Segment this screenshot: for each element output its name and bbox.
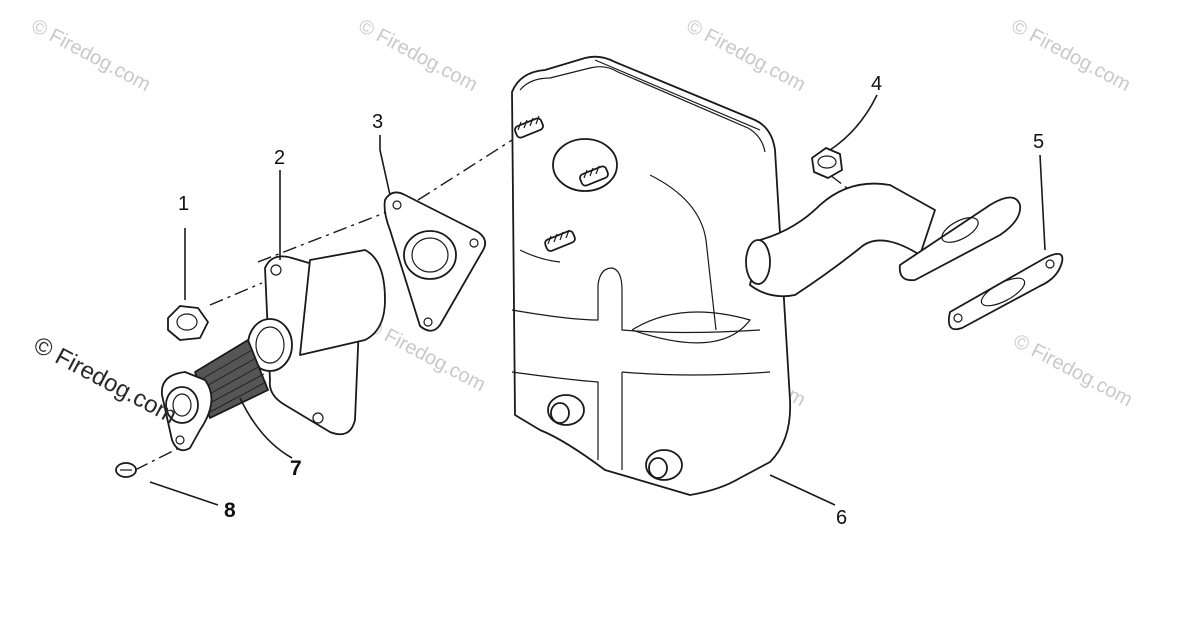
hex-nut: [167, 305, 209, 341]
callout-7: 7: [290, 457, 302, 480]
muffler-stud-top: [514, 115, 544, 139]
exhaust-gasket: [947, 252, 1064, 331]
watermark-7: © Firedog.com: [1010, 330, 1136, 411]
callout-2: 2: [274, 147, 285, 169]
callout-6: 6: [836, 507, 847, 529]
callouts: 1 2 3 4 5 6 7 8: [178, 73, 1044, 529]
watermark-dark: © Firedog.com: [29, 331, 181, 429]
muffler-body: [511, 55, 1022, 496]
muffler-stud-middle: [579, 165, 609, 187]
muffler-stud-lower: [544, 229, 576, 252]
callout-3: 3: [372, 111, 383, 133]
screw: [115, 462, 137, 478]
exhaust-pipe-flange: [247, 249, 386, 436]
callout-4: 4: [871, 73, 882, 95]
manifold-gasket: [383, 191, 487, 332]
callout-5: 5: [1033, 131, 1044, 153]
watermark-4: © Firedog.com: [1008, 15, 1134, 96]
callout-1: 1: [178, 193, 189, 215]
watermark-1: © Firedog.com: [28, 15, 154, 96]
drain-boss-left: [547, 394, 585, 426]
callout-8: 8: [224, 499, 236, 522]
watermark-3: © Firedog.com: [683, 15, 809, 96]
leader-lines: [149, 94, 1046, 506]
watermark-2: © Firedog.com: [355, 15, 481, 96]
flange-nut: [811, 147, 843, 179]
spark-arrestor-screen: [161, 339, 269, 452]
drain-boss-right: [645, 449, 683, 481]
